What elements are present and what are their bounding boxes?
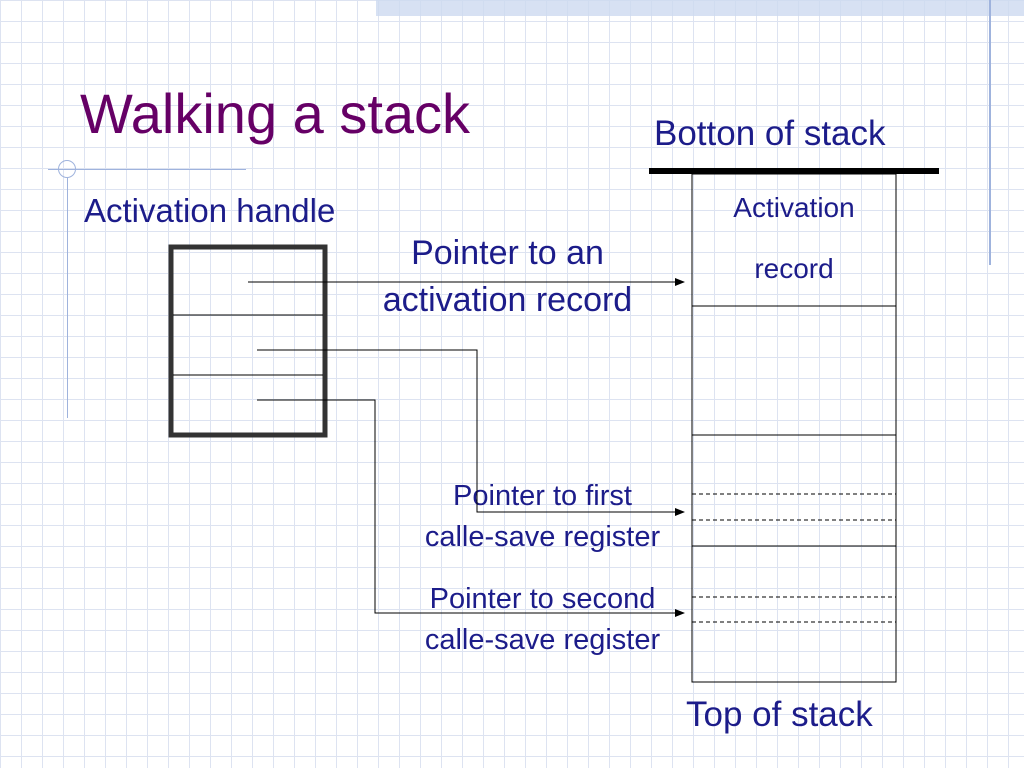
decorative-crop-line <box>48 169 246 170</box>
crop-mark-icon <box>58 160 76 178</box>
pointer-record-label-line1: Pointer to an <box>411 234 604 272</box>
decorative-right-rule <box>989 0 991 265</box>
pointer-second-label-line1: Pointer to second <box>429 583 656 615</box>
activation-record-label-line1: Activation <box>733 192 855 223</box>
top-of-stack-label: Top of stack <box>686 695 873 734</box>
pointer-first-label-line2: calle-save register <box>424 521 661 553</box>
slide-title: Walking a stack <box>80 82 471 145</box>
pointer-to-first-register-arrow <box>257 349 685 516</box>
activation-record-label-line2: record <box>754 253 834 284</box>
activation-handle-label: Activation handle <box>84 192 336 229</box>
stack-column <box>691 173 897 683</box>
pointer-record-label-line2: activation record <box>382 281 633 319</box>
decorative-top-band <box>376 0 1024 16</box>
activation-handle-box <box>168 244 328 438</box>
pointer-first-label-line1: Pointer to first <box>453 480 632 512</box>
pointer-to-second-register-arrow <box>257 399 685 617</box>
decorative-left-rule <box>67 178 68 418</box>
bottom-of-stack-label: Botton of stack <box>654 114 886 153</box>
pointer-second-label-line2: calle-save register <box>424 624 661 656</box>
